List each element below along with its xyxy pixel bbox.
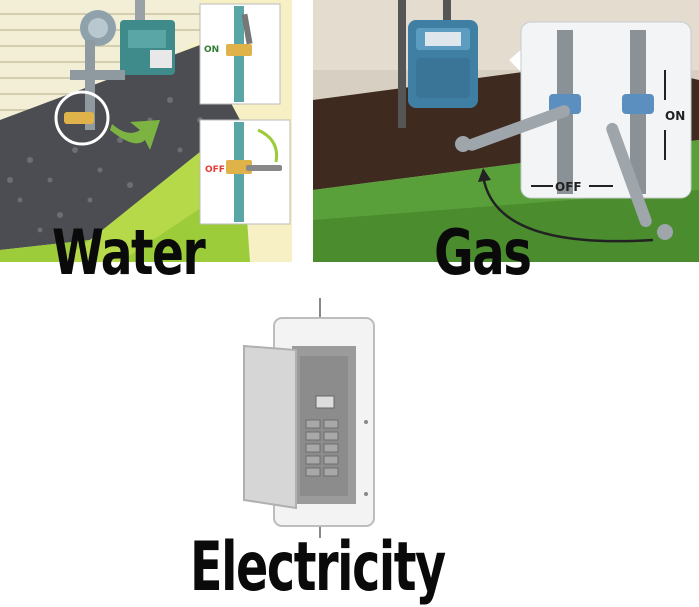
arrow-icon bbox=[481, 174, 654, 243]
water-off-label: OFF bbox=[205, 165, 225, 175]
gas-valve-inset: ON OFF bbox=[509, 21, 692, 199]
valve-off-inset: OFF bbox=[199, 119, 291, 225]
valve-on-inset: ON bbox=[199, 3, 281, 105]
breaker-panel-icon bbox=[230, 298, 390, 538]
water-on-label: ON bbox=[204, 45, 219, 55]
wrench-icon bbox=[455, 105, 673, 240]
gas-off-label: OFF bbox=[555, 180, 582, 194]
arrow-icon bbox=[110, 120, 160, 150]
water-shutoff-illustration: ON OFF bbox=[0, 0, 292, 262]
gravel-bed bbox=[0, 45, 240, 250]
gas-shutoff-illustration: ON OFF bbox=[313, 0, 699, 262]
gas-meter-icon bbox=[408, 20, 478, 108]
water-caption: Water bbox=[52, 216, 206, 289]
water-meter-icon bbox=[70, 0, 175, 130]
shutoff-valve-icon bbox=[54, 90, 110, 146]
gas-caption: Gas bbox=[434, 216, 532, 289]
electricity-caption: Electricity bbox=[190, 528, 446, 607]
gas-on-label: ON bbox=[665, 109, 685, 123]
